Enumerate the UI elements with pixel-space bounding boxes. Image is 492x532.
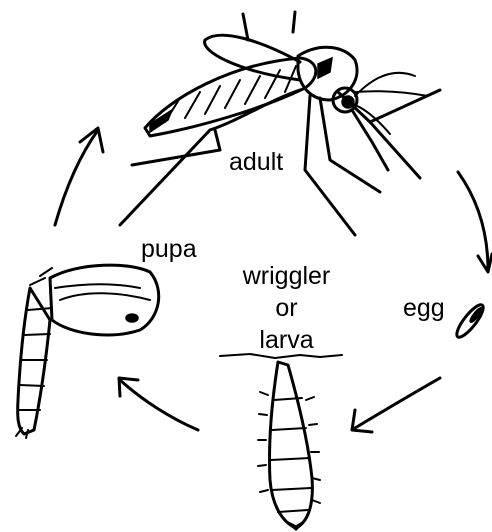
arrow-adult-to-egg: [458, 172, 488, 270]
pupa-drawing: [16, 265, 159, 438]
adult-proboscis: [352, 110, 388, 170]
arrow-adult-to-egg-head: [478, 254, 492, 272]
pupa-head: [50, 265, 159, 335]
arrow-pupa-to-adult: [55, 130, 98, 225]
adult-antennae: [352, 73, 428, 134]
label-wriggler-or-larva: wriggler or larva: [229, 260, 344, 356]
label-wriggler: wriggler: [229, 260, 344, 292]
pupa-head-detail: [30, 268, 150, 300]
adult-mosquito-drawing: [120, 12, 440, 235]
adult-thorax-marks: [318, 58, 332, 78]
adult-wing-rear: [243, 12, 295, 40]
label-or: or: [229, 292, 344, 324]
label-egg: egg: [403, 296, 445, 321]
egg-drawing: [453, 302, 487, 341]
arrow-larva-to-pupa: [120, 380, 198, 430]
larva-body: [269, 362, 312, 528]
larva-bristles: [258, 392, 320, 503]
adult-leg-2: [305, 96, 355, 235]
adult-wing: [205, 35, 300, 80]
arrow-egg-to-larva: [355, 378, 440, 428]
pupa-eye: [126, 314, 138, 322]
label-larva: larva: [229, 324, 344, 356]
larva-segments: [271, 398, 311, 512]
larva-drawing: [220, 354, 342, 530]
label-adult: adult: [229, 150, 283, 175]
label-pupa: pupa: [141, 237, 197, 262]
